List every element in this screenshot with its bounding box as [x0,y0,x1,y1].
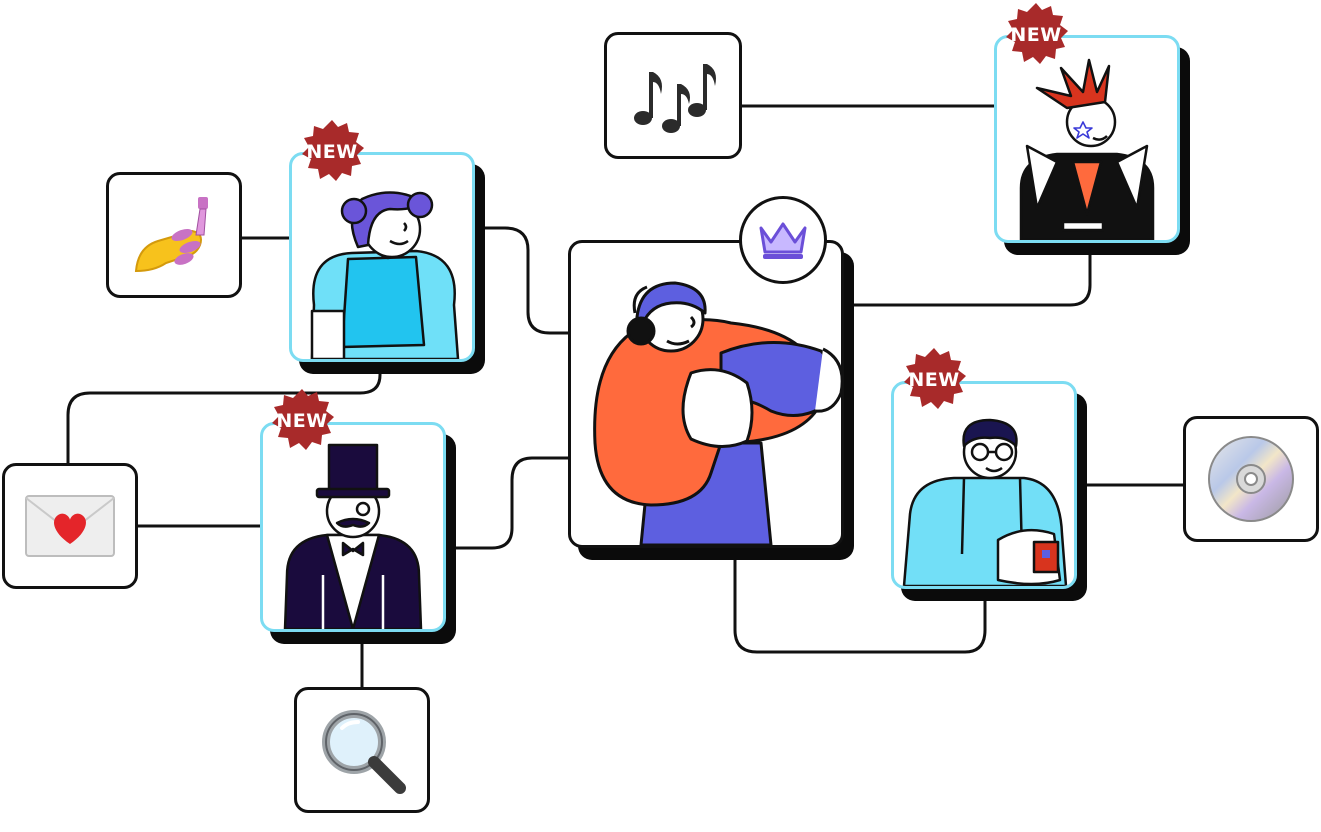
connector-girl-main [480,226,572,335]
new-badge-label: NEW [276,410,328,432]
connector-gentleman-main [448,456,572,550]
musical-notes-icon [634,63,716,133]
optical-disc-card[interactable] [1183,416,1319,542]
gentleman-illustration [283,443,423,629]
connector-punk-main [842,250,1092,307]
magnifying-glass-card[interactable] [294,687,430,813]
gentleman-character-card[interactable] [260,422,446,632]
new-badge-label: NEW [908,369,960,391]
gamer-illustration [593,281,841,545]
nail-polish-card[interactable] [106,172,242,298]
crown-badge [739,196,827,284]
new-badge-girl: NEW [298,118,366,186]
connector-girl-letter [66,365,382,465]
nerd-character-card[interactable] [891,381,1077,589]
new-badge-punk: NEW [1002,1,1070,69]
new-badge-gentleman: NEW [268,387,336,455]
musical-notes-card[interactable] [604,32,742,159]
new-badge-label: NEW [306,141,358,163]
new-badge-label: NEW [1010,24,1062,46]
optical-disc-icon [1208,436,1294,522]
magnifying-glass-icon [322,710,406,794]
girl-character-card[interactable] [289,152,475,362]
new-badge-nerd: NEW [900,346,968,414]
nerd-illustration [902,418,1068,586]
punk-illustration [1019,58,1155,240]
punk-character-card[interactable] [994,35,1180,243]
girl-illustration [310,191,460,359]
nail-polish-icon [134,197,208,273]
love-letter-icon [25,495,115,557]
gamer-character-card[interactable] [568,240,844,548]
crown-icon [759,222,807,259]
love-letter-card[interactable] [2,463,138,589]
connector-main-nerd [733,548,987,654]
